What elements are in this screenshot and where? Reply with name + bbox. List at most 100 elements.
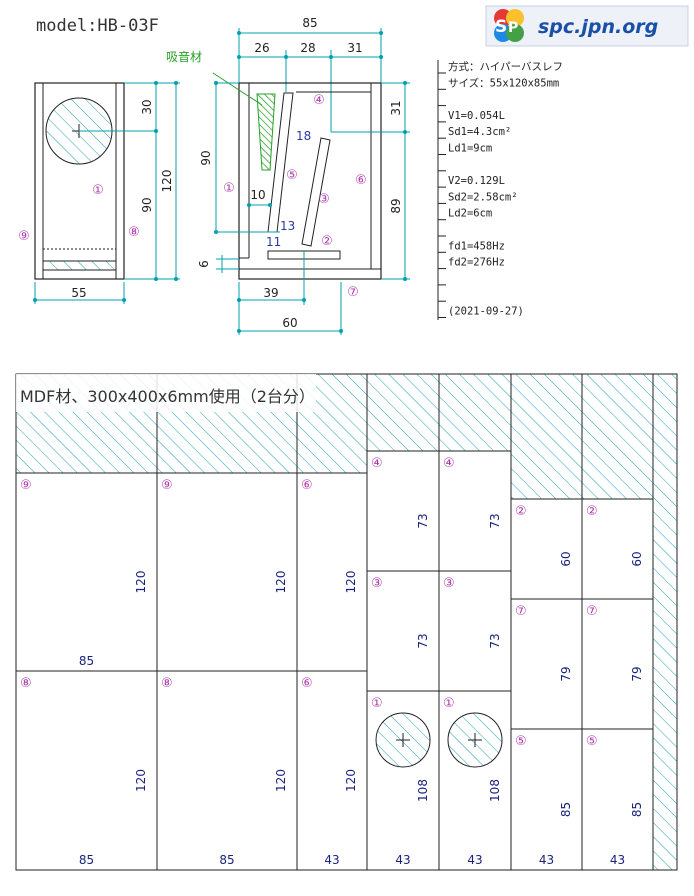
cut-piece-id: ① [443,696,455,711]
side-label-6: ⑥ [355,173,367,188]
spec-line: Ld1=9cm [448,143,492,155]
side-label-3: ③ [318,192,330,207]
front-label-baffle: ① [92,183,104,198]
cut-piece-height: 120 [344,769,358,792]
side-label-1: ① [223,181,235,196]
cut-piece-height: 120 [274,571,288,594]
cut-piece-id: ③ [443,576,455,591]
cut-piece-id: ⑤ [586,734,598,749]
cut-piece: ⑨ 120 [156,472,298,672]
side-total-width-dim: 85 [302,16,317,30]
cut-piece-id: ⑨ [20,478,32,493]
cut-piece-height: 60 [630,551,644,566]
side-label-5: ⑤ [286,168,298,183]
cut-piece-height: 60 [559,551,573,566]
front-height-dim: 120 [160,170,174,193]
side-bottom-39-dim: 39 [263,286,278,300]
spec-line: Sd2=2.58cm² [448,191,518,203]
side-seg3-dim: 31 [347,41,362,55]
cut-piece-height: 108 [416,779,430,802]
site-logo: S P spc.jpn.org [485,5,689,47]
cut-piece: ③ 73 [438,570,512,692]
front-lower-dim: 90 [140,197,154,212]
side-inner-10-dim: 10 [250,188,265,202]
side-view: 85 26 28 31 吸音材 90 10 [166,16,410,335]
cut-piece-id: ④ [443,456,455,471]
side-label-2: ② [321,234,333,249]
model-title: model:HB-03F [36,16,159,36]
cut-piece-id: ⑧ [20,676,32,691]
cut-piece: ⑦ 79 [510,598,583,730]
side-port-18: 18 [296,129,311,143]
cut-piece: ⑨ 120 85 [15,472,158,672]
svg-text:P: P [508,20,518,36]
cut-piece: ④ 73 [438,450,512,572]
side-bottom-60-dim: 60 [282,316,297,330]
side-label-4: ④ [313,93,325,108]
side-right-top-dim: 31 [389,100,403,115]
logo-text: spc.jpn.org [538,16,658,38]
cut-piece-width: 43 [610,853,625,867]
cut-piece-height: 79 [630,666,644,681]
cut-piece: ⑤ 85 43 [510,728,583,871]
cut-piece-height: 79 [559,666,573,681]
spec-line: Ld2=6cm [448,208,492,220]
cut-piece-id: ② [515,504,527,519]
cut-piece-height: 108 [488,779,502,802]
cut-piece-height: 85 [559,802,573,817]
spec-line: fd2=276Hz [448,257,505,269]
cut-piece-width: 85 [219,853,234,867]
front-label-side-right: ⑧ [128,225,140,240]
absorber-label: 吸音材 [166,49,202,64]
side-port-13: 13 [280,219,295,233]
cut-piece: ④ 73 [366,450,440,572]
cut-piece-id: ⑤ [515,734,527,749]
cut-piece-id: ⑥ [301,478,313,493]
cut-piece: ⑦79 [581,598,654,730]
cut-piece-height: 73 [488,633,502,648]
cut-piece-width: 85 [79,654,94,668]
cut-piece-height: 73 [488,513,502,528]
cut-piece-height: 73 [416,513,430,528]
cut-piece-id: ⑥ [301,676,313,691]
spec-line: (2021-09-27) [448,306,524,318]
spec-line: V1=0.054L [448,110,505,122]
front-view: 55 30 90 120 ① ⑨ ⑧ [18,81,180,304]
cut-piece-width: 43 [324,853,339,867]
cut-piece: ③ 73 [366,570,440,692]
cut-piece-height: 73 [416,633,430,648]
side-bottom-gap-dim: 6 [197,260,211,268]
cut-piece-height: 120 [134,571,148,594]
cut-piece-id: ③ [371,576,383,591]
cut-piece-id: ⑦ [515,604,527,619]
cut-piece: ②60 [581,498,654,600]
spec-line: V2=0.129L [448,175,505,187]
cut-piece-width: 43 [539,853,554,867]
cut-piece-height: 120 [344,571,358,594]
front-upper-dim: 30 [140,99,154,114]
spec-line: fd1=458Hz [448,240,505,252]
svg-text:S: S [495,17,507,37]
cut-piece-id: ④ [371,456,383,471]
cut-piece: ⑥ 120 43 [296,670,368,871]
side-label-7: ⑦ [347,285,359,300]
spec-line: 方式：ハイパーバスレフ [448,60,563,73]
cut-piece-height: 120 [274,769,288,792]
cut-piece-width: 43 [467,853,482,867]
spec-line: Sd1=4.3cm² [448,126,511,138]
cut-piece: ② 60 [510,498,583,600]
front-width-dim: 55 [71,286,86,300]
side-left-height-dim: 90 [199,150,213,165]
cut-sheet-banner: MDF材、300x400x6mm使用（2台分） [20,387,315,406]
cut-piece-id: ⑨ [161,478,173,493]
cut-piece: ① 108 43 [438,690,512,871]
spec-line: サイズ：55x120x85mm [448,76,559,89]
side-right-bottom-dim: 89 [389,198,403,213]
cut-piece-height: 120 [134,769,148,792]
